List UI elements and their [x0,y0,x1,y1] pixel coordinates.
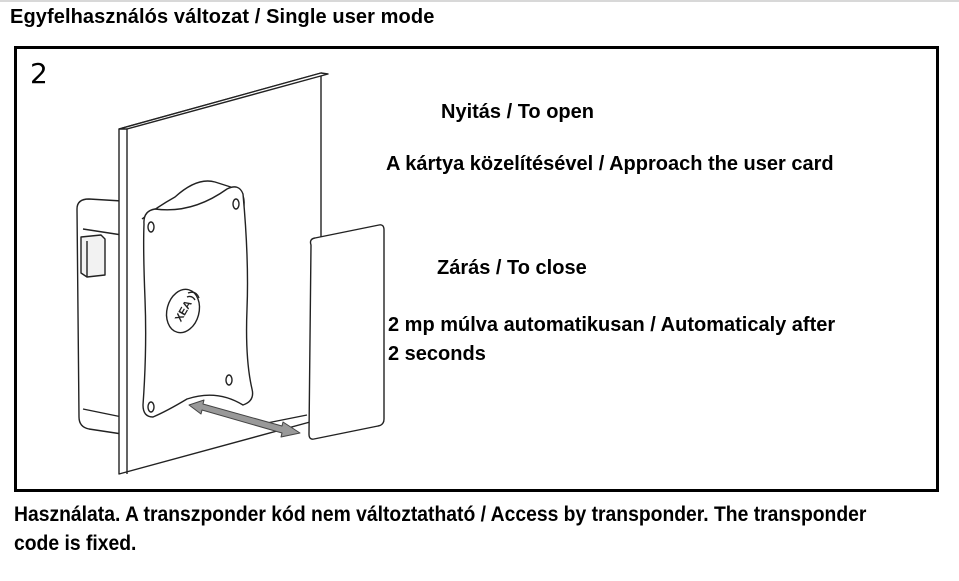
top-divider [0,0,959,2]
double-arrow-icon [188,399,301,438]
close-instruction-line1: 2 mp múlva automatikusan / Automaticaly … [388,314,836,336]
lock-illustration: XEA [76,72,385,475]
open-heading: Nyitás / To open [441,101,594,123]
rfid-logo-icon: XEA [165,288,201,334]
close-heading: Zárás / To close [437,257,587,279]
footer-note: Használata. A transzponder kód nem válto… [14,503,867,555]
close-instruction-line2: 2 seconds [388,343,486,365]
instruction-panel: 2 [14,46,939,492]
page-title: Egyfelhasználós változat / Single user m… [10,6,435,28]
lock-housing-icon [76,198,123,435]
user-card-icon [308,224,385,440]
open-instruction: A kártya közelítésével / Approach the us… [386,153,834,175]
step-number: 2 [30,57,48,90]
